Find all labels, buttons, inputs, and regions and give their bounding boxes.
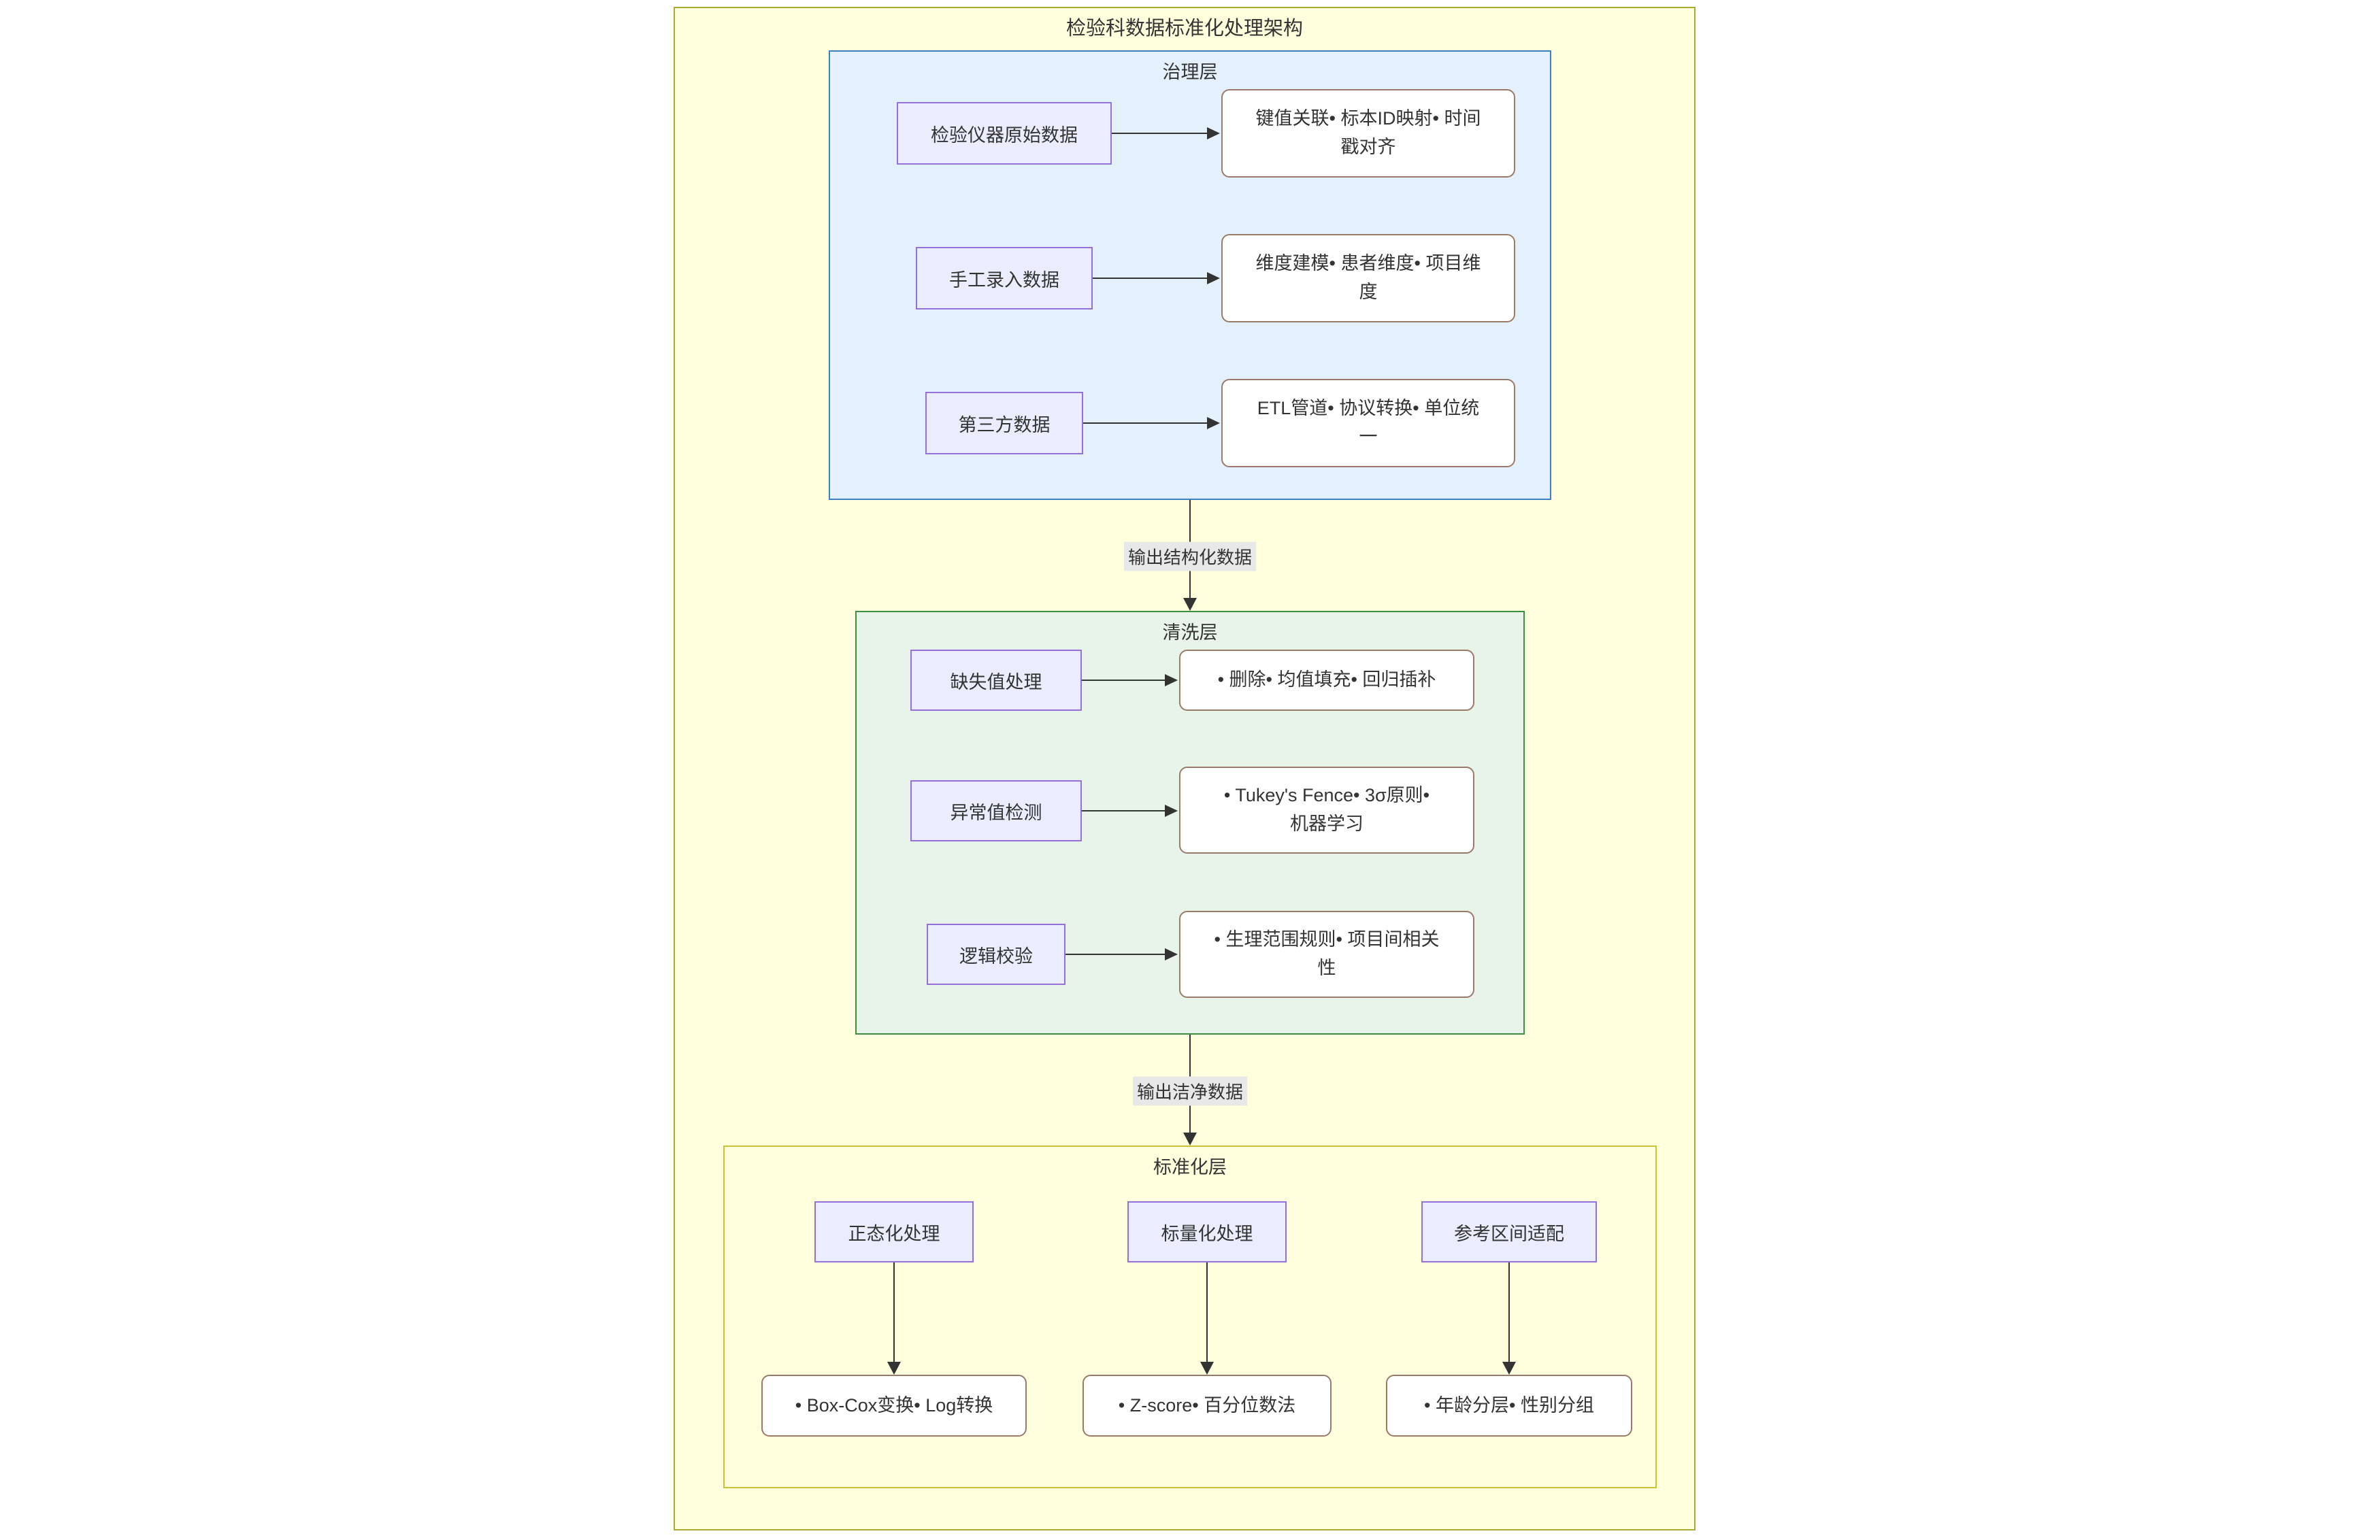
layer-standardization: 标准化层: [723, 1145, 1657, 1488]
arrow-clean-row2: [1082, 805, 1178, 817]
arrow-gov-row2: [1093, 272, 1220, 284]
detail-imputation-methods: • 删除• 均值填充• 回归插补: [1179, 650, 1474, 711]
diagram-title: 检验科数据标准化处理架构: [1065, 18, 1304, 39]
edge-label-structured-data: 输出结构化数据: [1123, 541, 1257, 571]
arrow-gov-row3: [1083, 417, 1220, 429]
layer-governance-label: 治理层: [1162, 62, 1218, 82]
node-normalization: 正态化处理: [814, 1201, 974, 1262]
arrow-clean-row3: [1065, 948, 1178, 960]
detail-key-mapping: 键值关联• 标本ID映射• 时间戳对齐: [1221, 89, 1515, 178]
node-instrument-raw-data: 检验仪器原始数据: [897, 102, 1112, 165]
layer-standardization-label: 标准化层: [1153, 1157, 1227, 1177]
detail-etl-pipeline: ETL管道• 协议转换• 单位统一: [1221, 379, 1515, 467]
detail-dimension-modeling: 维度建模• 患者维度• 项目维度: [1221, 234, 1515, 322]
arrow-std-col1: [887, 1262, 901, 1375]
detail-outlier-methods: • Tukey's Fence• 3σ原则• 机器学习: [1179, 767, 1474, 854]
node-third-party-data: 第三方数据: [925, 392, 1083, 454]
node-reference-interval-adaptation: 参考区间适配: [1421, 1201, 1597, 1262]
detail-validation-rules: • 生理范围规则• 项目间相关性: [1179, 911, 1474, 998]
arrow-gov-row1: [1112, 127, 1220, 139]
edge-label-clean-data: 输出洁净数据: [1132, 1076, 1248, 1106]
arrow-clean-row1: [1082, 674, 1178, 686]
node-outlier-detection: 异常值检测: [910, 780, 1082, 841]
detail-scaling-methods: • Z-score• 百分位数法: [1082, 1375, 1332, 1437]
detail-normalization-methods: • Box-Cox变换• Log转换: [761, 1375, 1027, 1437]
arrow-std-col2: [1200, 1262, 1214, 1375]
node-manual-entry-data: 手工录入数据: [916, 247, 1093, 309]
arrow-std-col3: [1502, 1262, 1516, 1375]
node-logic-validation: 逻辑校验: [927, 924, 1065, 985]
node-scaling: 标量化处理: [1127, 1201, 1287, 1262]
layer-cleaning-label: 清洗层: [1162, 622, 1218, 643]
detail-stratification-methods: • 年龄分层• 性别分组: [1386, 1375, 1632, 1437]
node-missing-value-handling: 缺失值处理: [910, 650, 1082, 711]
